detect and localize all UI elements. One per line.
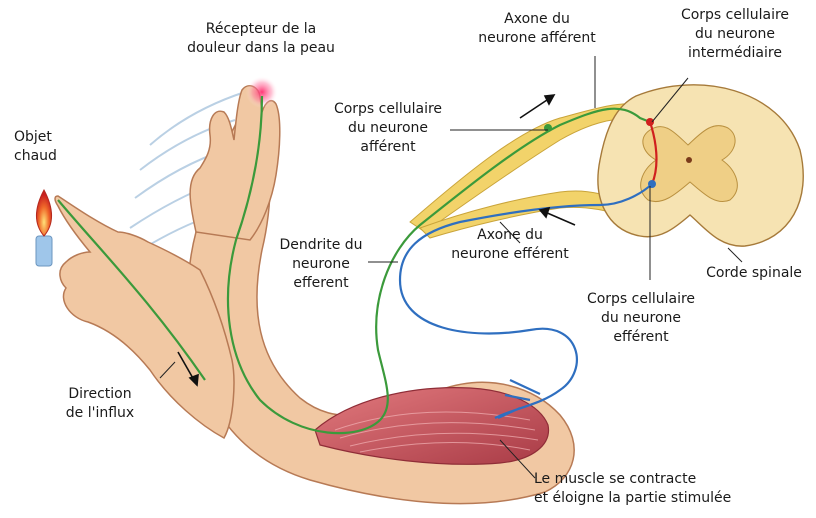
impulse-direction-label: Direction de l'influx xyxy=(40,385,160,423)
efferent-body-label: Corps cellulaire du neurone efférent xyxy=(566,290,716,347)
candle-icon xyxy=(36,190,52,266)
afferent-axon-label: Axone du neurone afférent xyxy=(462,10,612,48)
interneuron-body-label: Corps cellulaire du neurone intermédiair… xyxy=(660,6,810,63)
hot-object-label: Objet chaud xyxy=(14,128,57,166)
efferent-axon-label: Axone du neurone efférent xyxy=(440,226,580,264)
pain-receptor-label: Récepteur de la douleur dans la peau xyxy=(176,20,346,58)
efferent-body-dot xyxy=(648,180,656,188)
afferent-dendrite-label: Dendrite du neurone efferent xyxy=(266,236,376,293)
muscle-label: Le muscle se contracte et éloigne la par… xyxy=(534,470,731,508)
afferent-body-label: Corps cellulaire du neurone afférent xyxy=(318,100,458,157)
afferent-ganglion-dot xyxy=(544,124,552,132)
spinal-cord-section xyxy=(598,85,803,246)
interneuron-body-dot xyxy=(646,118,654,126)
spinal-cord-label: Corde spinale xyxy=(696,264,812,283)
